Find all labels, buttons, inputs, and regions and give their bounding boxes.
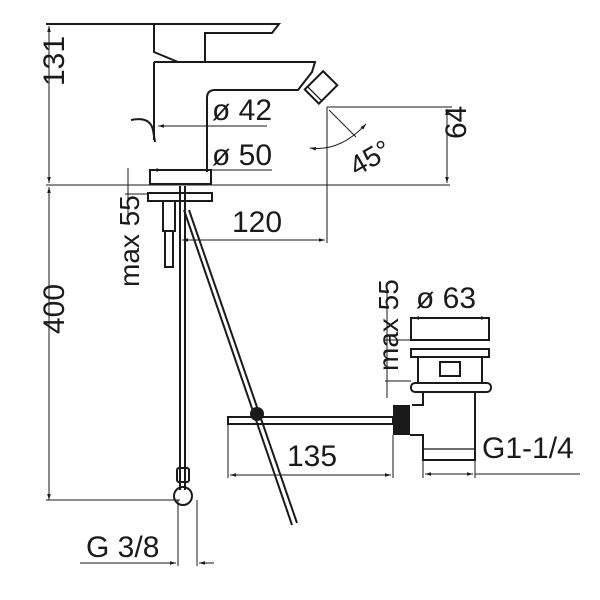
dim-label-g38: G 3/8 xyxy=(86,531,159,564)
dim-label-400: 400 xyxy=(38,284,71,334)
dim-label-dia50: ø 50 xyxy=(212,139,272,172)
hose-connector-icon xyxy=(173,486,193,506)
dim-label-g114: G1-1/4 xyxy=(482,432,574,465)
dim-label-120: 120 xyxy=(232,206,282,239)
dim-label-dia63: ø 63 xyxy=(416,282,476,315)
dim-label-64: 64 xyxy=(440,106,473,139)
handle-base xyxy=(153,24,205,63)
base-plate xyxy=(149,169,212,185)
dimension-lines xyxy=(46,26,580,566)
dim-label-max55-right: max 55 xyxy=(373,279,404,371)
dim-label-45deg: 45° xyxy=(344,134,396,182)
dim-label-max55-left: max 55 xyxy=(114,195,145,287)
threaded-rod xyxy=(162,200,176,232)
dim-label-135: 135 xyxy=(287,440,337,473)
faucet-body xyxy=(46,23,339,526)
dim-label-dia42: ø 42 xyxy=(212,94,272,127)
handle-lever xyxy=(46,23,282,62)
drain-cap xyxy=(410,317,490,341)
popup-rod xyxy=(183,209,293,526)
waste-drain xyxy=(227,317,492,461)
coupler xyxy=(393,405,410,435)
pivot-ball-icon xyxy=(250,407,264,421)
dim-label-131: 131 xyxy=(38,36,71,86)
nozzle-icon xyxy=(303,69,339,106)
